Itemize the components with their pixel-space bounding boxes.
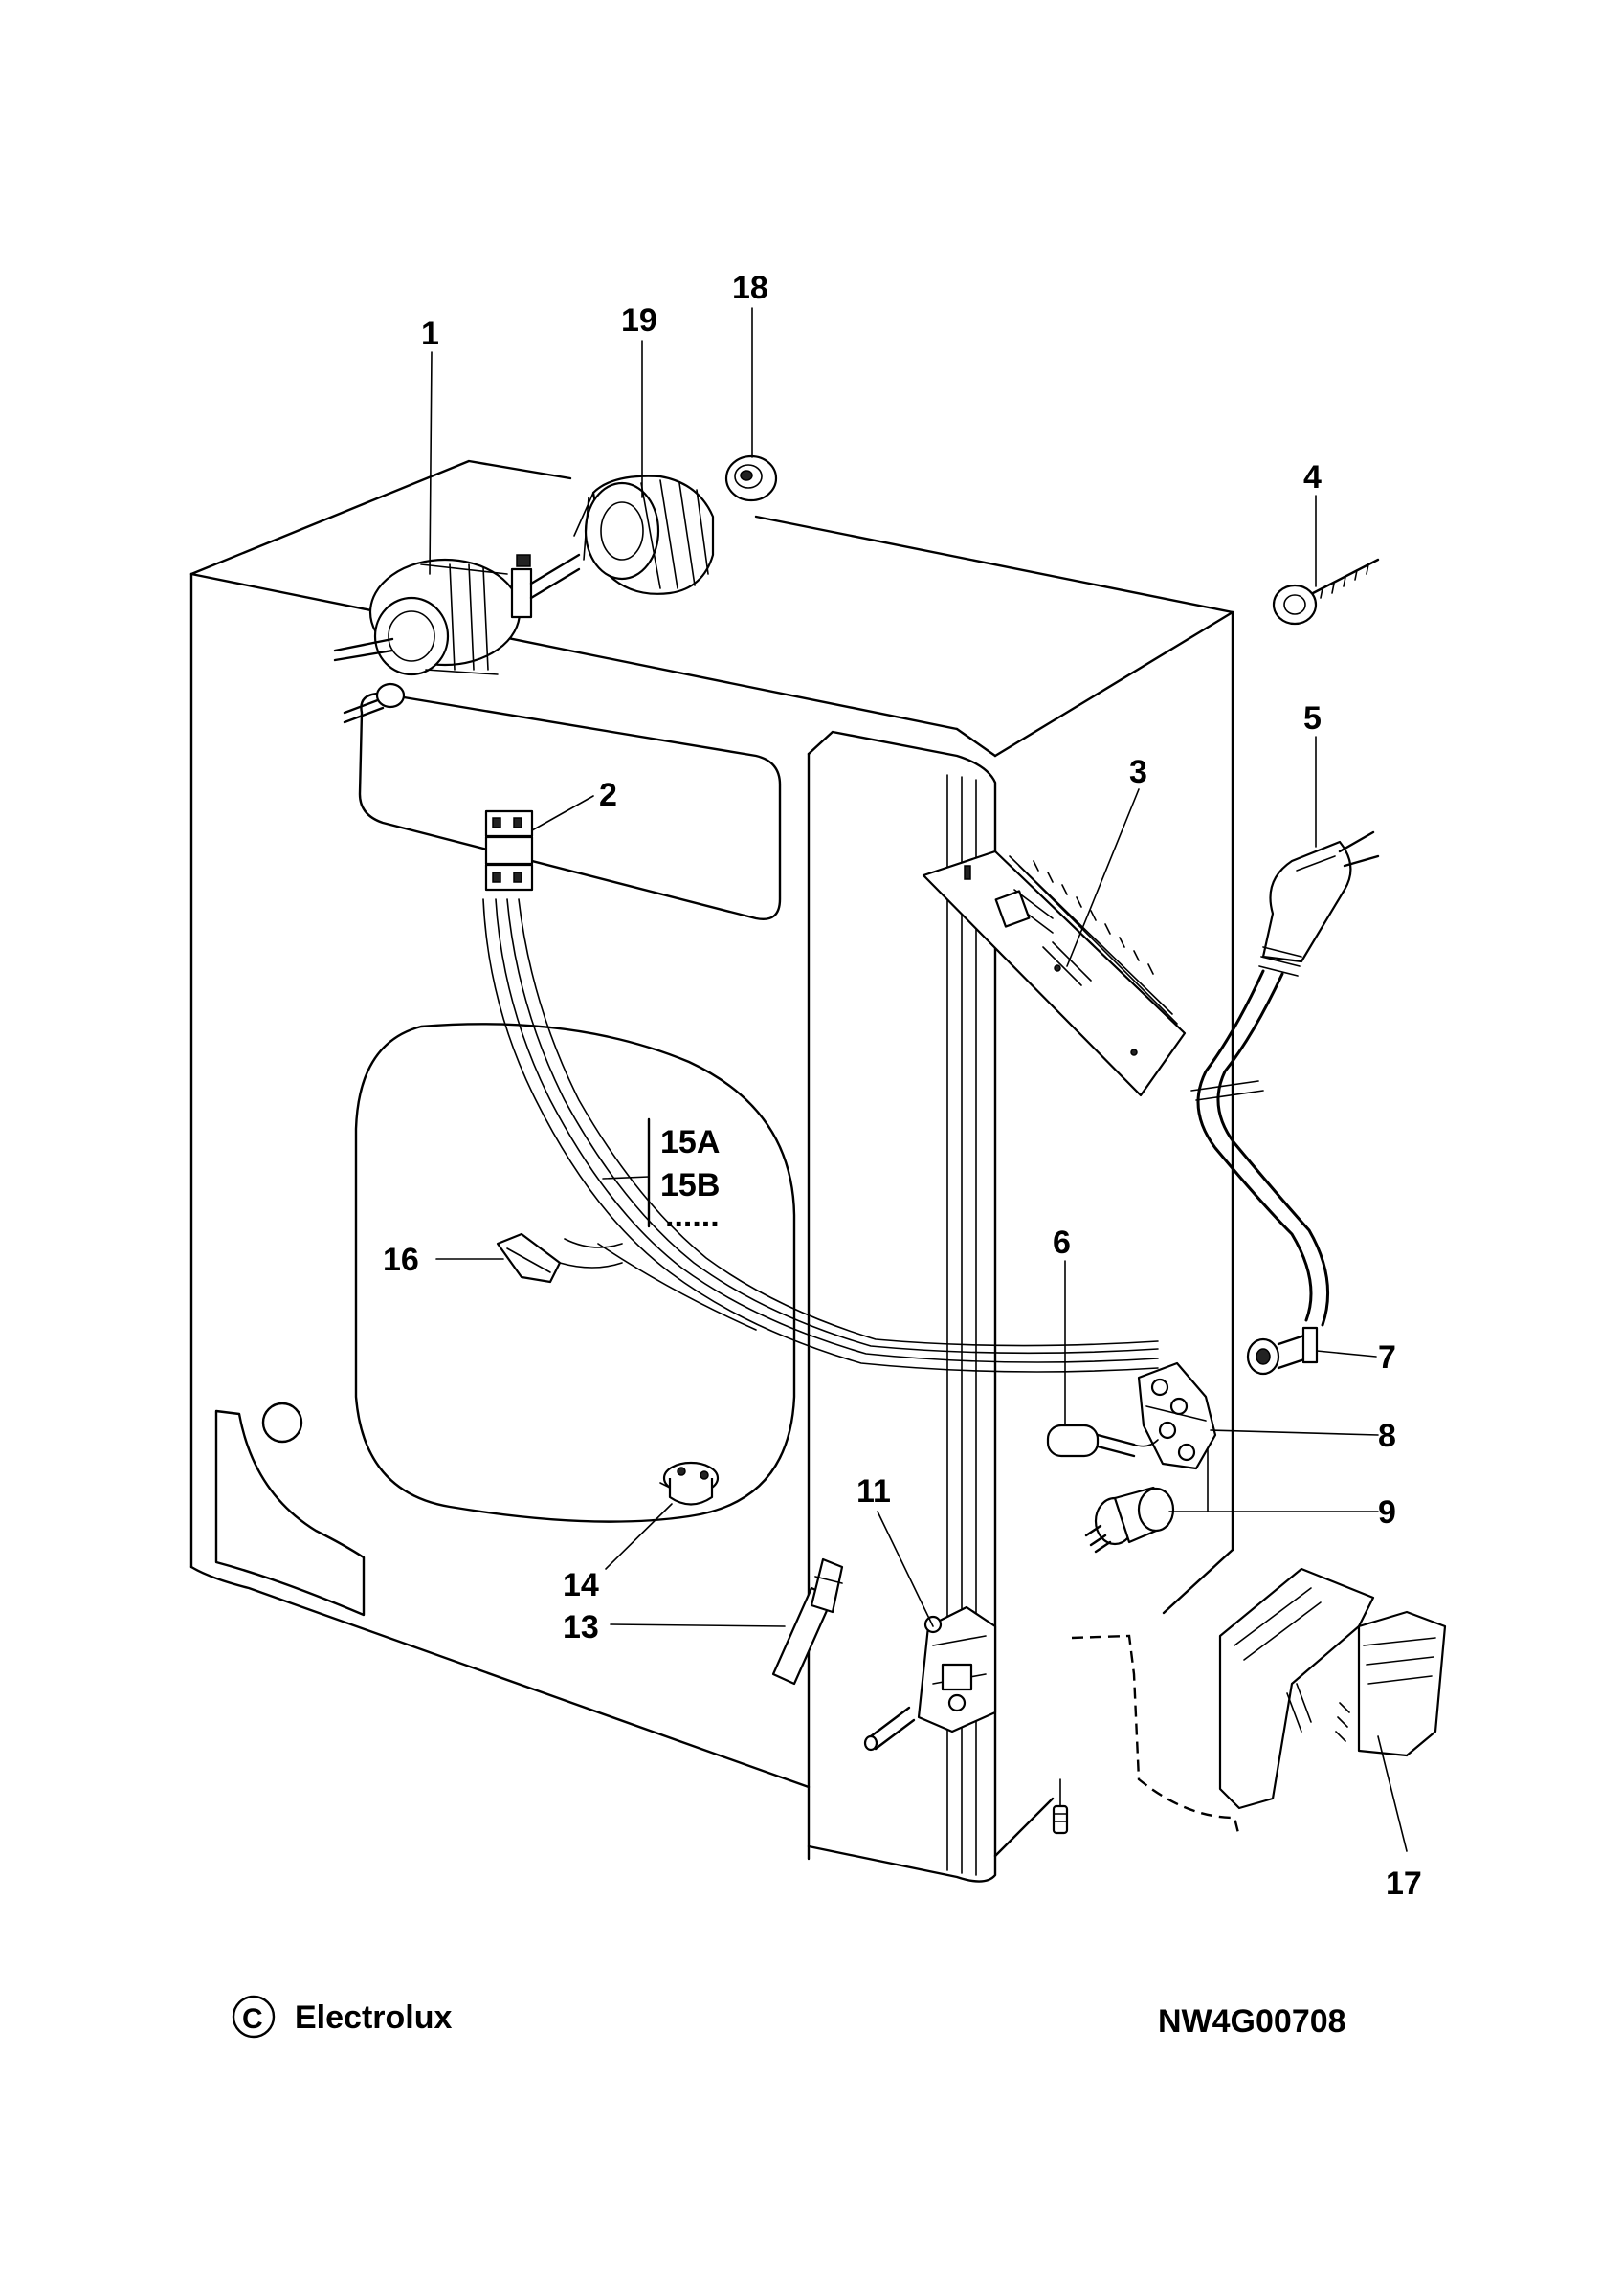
callout-4: 4 [1303,459,1322,496]
lamp-holder [771,1557,844,1686]
callout-7: 7 [1378,1339,1396,1376]
copyright-mark: C [232,1995,276,2039]
motor [333,553,581,724]
capacitor [1084,1486,1175,1554]
lower-vent [214,1402,366,1617]
callout-15-more: ...... [665,1198,720,1234]
thermostat [659,1461,720,1506]
callout-8: 8 [1378,1418,1396,1454]
control-box [1218,1567,1447,1810]
callout-15a: 15A [660,1124,720,1160]
callout-17: 17 [1386,1866,1422,1902]
upper-panel-cutout [358,692,782,920]
connector-block-2 [484,809,534,892]
power-cord [1190,830,1380,1327]
callout-18: 18 [732,270,768,306]
bush [724,454,778,502]
drum-opening [354,1023,796,1523]
screw [1052,1778,1069,1835]
callout-5: 5 [1303,700,1322,737]
callout-14: 14 [563,1567,599,1603]
control-box-dashed-wire [1071,1634,1241,1838]
wiring-harness [482,898,1159,1373]
suppressor [1046,1424,1159,1458]
callout-11: 11 [856,1473,891,1510]
fan [573,475,715,595]
brand-name: Electrolux [295,1999,452,2036]
callout-13: 13 [563,1609,599,1645]
callout-6: 6 [1053,1225,1071,1261]
callout-15b: 15B [660,1167,720,1203]
copyright-symbol: C [242,2003,263,2035]
terminal-strip [922,850,1187,1097]
callout-16: 16 [383,1242,419,1278]
cable-bushing [1246,1326,1319,1376]
selector-switch [863,1605,997,1752]
callout-3: 3 [1129,754,1147,790]
grommet [1272,558,1380,626]
harness-connector [496,1232,623,1284]
drawing-code: NW4G00708 [1158,2003,1346,2040]
callout-19: 19 [621,302,657,339]
callout-9: 9 [1378,1494,1396,1531]
callout-2: 2 [599,777,617,813]
callout-1: 1 [421,316,439,352]
terminal-block-8 [1137,1361,1217,1470]
leader-lines [429,307,1408,1852]
